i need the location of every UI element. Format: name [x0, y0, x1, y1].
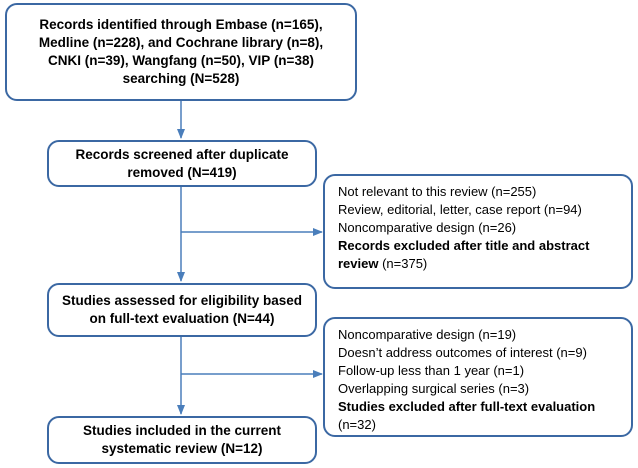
excluded-fulltext-box: Noncomparative design (n=19) Doesn’t add… — [323, 317, 633, 437]
records-screened-line-1: Records screened after duplicate — [75, 146, 289, 162]
excluded-fulltext-total-count: (n=32) — [338, 417, 376, 432]
excluded-title-total-line: review (n=375) — [338, 255, 625, 273]
excluded-title-total-label-cont: review — [338, 256, 379, 271]
studies-included-line-2: systematic review (N=12) — [101, 441, 263, 456]
studies-assessed-line-1: Studies assessed for eligibility based — [61, 293, 303, 308]
studies-assessed-line-2: on full-text evaluation (N=44) — [89, 311, 275, 326]
records-identified-line-4: searching (N=528) — [122, 71, 240, 86]
excluded-fulltext-item: Overlapping surgical series (n=3) — [338, 381, 530, 396]
excluded-title-item: Not relevant to this review (n=255) — [338, 184, 537, 199]
studies-included-line-1: Studies included in the current — [82, 423, 282, 438]
records-identified-box: Records identified through Embase (n=165… — [5, 3, 357, 101]
excluded-fulltext-item: Doesn’t address outcomes of interest (n=… — [338, 345, 587, 360]
excluded-title-abstract-box: Not relevant to this review (n=255) Revi… — [323, 174, 633, 289]
excluded-fulltext-item: Follow-up less than 1 year (n=1) — [338, 363, 525, 378]
excluded-title-total-count: (n=375) — [378, 256, 428, 271]
excluded-title-item: Review, editorial, letter, case report (… — [338, 202, 582, 217]
excluded-title-total-label: Records excluded after title and abstrac… — [338, 238, 590, 253]
records-identified-line-2: Medline (n=228), and Cochrane library (n… — [38, 35, 324, 50]
records-identified-line-1: Records identified through Embase (n=165… — [39, 17, 323, 32]
excluded-fulltext-item: Noncomparative design (n=19) — [338, 327, 517, 342]
excluded-title-item: Noncomparative design (n=26) — [338, 220, 517, 235]
studies-assessed-box: Studies assessed for eligibility based o… — [47, 283, 317, 337]
excluded-fulltext-total-label: Studies excluded after full-text evaluat… — [338, 399, 596, 414]
records-screened-line-2: removed (N=419) — [127, 164, 237, 180]
studies-included-box: Studies included in the current systemat… — [47, 416, 317, 464]
records-screened-box: Records screened after duplicate removed… — [47, 140, 317, 187]
records-identified-line-3: CNKI (n=39), Wangfang (n=50), VIP (n=38) — [48, 53, 314, 68]
